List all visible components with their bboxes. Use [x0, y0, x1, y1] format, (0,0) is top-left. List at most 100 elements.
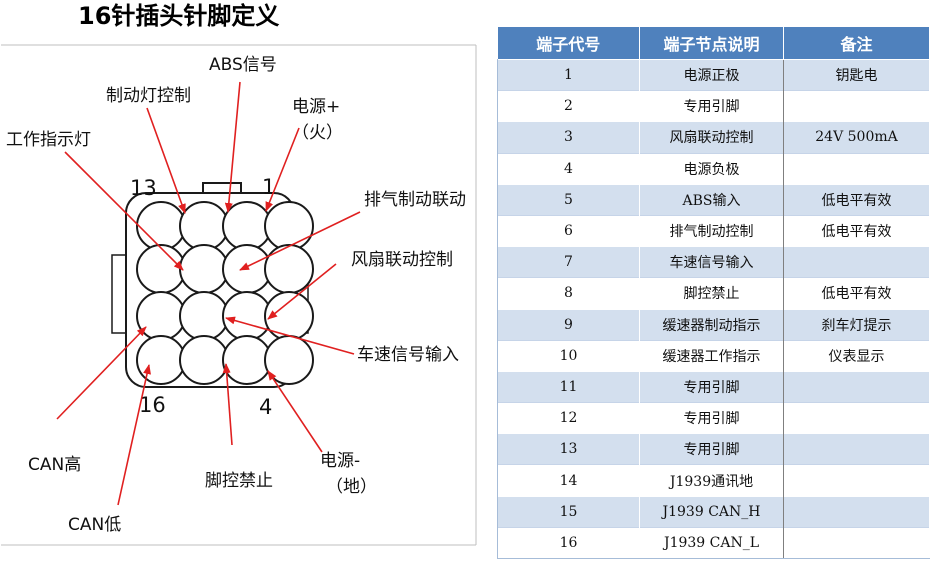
connector-pin [179, 335, 229, 385]
node-description-cell: 专用引脚 [639, 402, 784, 434]
connector-pin [179, 244, 229, 294]
node-description-cell: 电源正极 [639, 58, 784, 91]
node-description-cell: J1939 CAN_L [639, 526, 784, 560]
node-description-cell: 专用引脚 [639, 370, 784, 403]
remarks-cell [783, 433, 930, 465]
arrow-vehicle-speed [225, 316, 355, 355]
terminal-code-cell: 16 [497, 526, 640, 560]
label-power-plus-fire: （火） [292, 123, 343, 143]
connector-pin [264, 244, 314, 294]
remarks-cell: 低电平有效 [783, 214, 930, 247]
arrow-power-minus [267, 370, 323, 453]
remarks-cell: 刹车灯提示 [783, 308, 930, 341]
node-description-cell: 风扇联动控制 [639, 121, 784, 154]
arrow-abs-signal [224, 81, 241, 213]
terminal-code-cell: 3 [497, 121, 640, 154]
node-description-cell: 电源负极 [639, 152, 784, 185]
connector-pin [179, 201, 229, 251]
node-description-cell: 专用引脚 [639, 90, 784, 122]
connector-pin [264, 201, 314, 251]
remarks-cell [783, 246, 930, 278]
pin-number-4: 4 [259, 395, 272, 419]
connector-pin [222, 335, 272, 385]
terminal-code-cell: 6 [497, 214, 640, 247]
remarks-cell [783, 152, 930, 185]
arrow-power-plus [265, 127, 300, 212]
label-fan-linkage-control: 风扇联动控制 [351, 250, 453, 270]
terminal-code-cell: 8 [497, 277, 640, 309]
label-brake-light-control: 制动灯控制 [106, 86, 191, 106]
remarks-cell [783, 526, 930, 560]
terminal-code-cell: 2 [497, 90, 640, 122]
page-title: 16针插头针脚定义 [78, 2, 279, 30]
pin-grid [136, 201, 314, 385]
label-vehicle-speed-input: 车速信号输入 [357, 345, 459, 365]
arrow-work-indicator [64, 151, 184, 271]
node-description-cell: 专用引脚 [639, 433, 784, 465]
table-header-row: 端子代号 端子节点说明 备注 [497, 27, 930, 60]
remarks-cell [783, 464, 930, 497]
header-remarks: 备注 [783, 27, 930, 60]
label-abs-signal: ABS信号 [209, 55, 277, 75]
label-power-plus: 电源+ [292, 97, 340, 117]
remarks-cell [783, 90, 930, 122]
connector-pin [136, 244, 186, 294]
arrow-can-high [56, 326, 147, 420]
remarks-cell [783, 370, 930, 403]
header-node-description: 端子节点说明 [639, 27, 784, 60]
remarks-cell: 低电平有效 [783, 183, 930, 216]
remarks-cell: 仪表显示 [783, 339, 930, 372]
pin-number-13: 13 [130, 176, 157, 200]
terminal-code-cell: 14 [497, 464, 640, 497]
label-work-indicator: 工作指示灯 [6, 130, 91, 150]
arrow-can-low [117, 364, 151, 506]
label-exhaust-brake-linkage: 排气制动联动 [364, 190, 466, 210]
node-description-cell: J1939通讯地 [639, 464, 784, 497]
arrow-foot-control [222, 363, 233, 446]
connector-pin [222, 201, 272, 251]
label-can-low: CAN低 [68, 515, 121, 535]
terminal-code-cell: 9 [497, 308, 640, 341]
terminal-code-cell: 15 [497, 495, 640, 528]
connector-pin [179, 291, 229, 341]
arrow-fan-linkage [267, 263, 337, 320]
node-description-cell: ABS输入 [639, 183, 784, 216]
remarks-cell: 低电平有效 [783, 277, 930, 309]
node-description-cell: 缓速器制动指示 [639, 308, 784, 341]
terminal-code-cell: 4 [497, 152, 640, 185]
terminal-code-cell: 11 [497, 370, 640, 403]
connector-pin [222, 291, 272, 341]
connector-pin [222, 244, 272, 294]
node-description-cell: 车速信号输入 [639, 246, 784, 278]
terminal-code-cell: 10 [497, 339, 640, 372]
terminal-code-cell: 5 [497, 183, 640, 216]
remarks-cell [783, 495, 930, 528]
label-power-minus-ground: （地） [326, 477, 377, 497]
arrow-exhaust-brake [239, 211, 361, 271]
node-description-cell: J1939 CAN_H [639, 495, 784, 528]
label-power-minus: 电源- [320, 451, 360, 471]
terminal-code-cell: 13 [497, 433, 640, 465]
pin-number-16: 16 [139, 393, 166, 417]
node-description-cell: 脚控禁止 [639, 277, 784, 309]
terminal-code-cell: 1 [497, 58, 640, 91]
callout-arrows [56, 81, 361, 506]
header-terminal-code: 端子代号 [497, 27, 640, 60]
connector-diagram: 16针插头针脚定义 13 1 16 4 ABS信号 制动灯控制 电源+ （火） … [1, 2, 477, 546]
